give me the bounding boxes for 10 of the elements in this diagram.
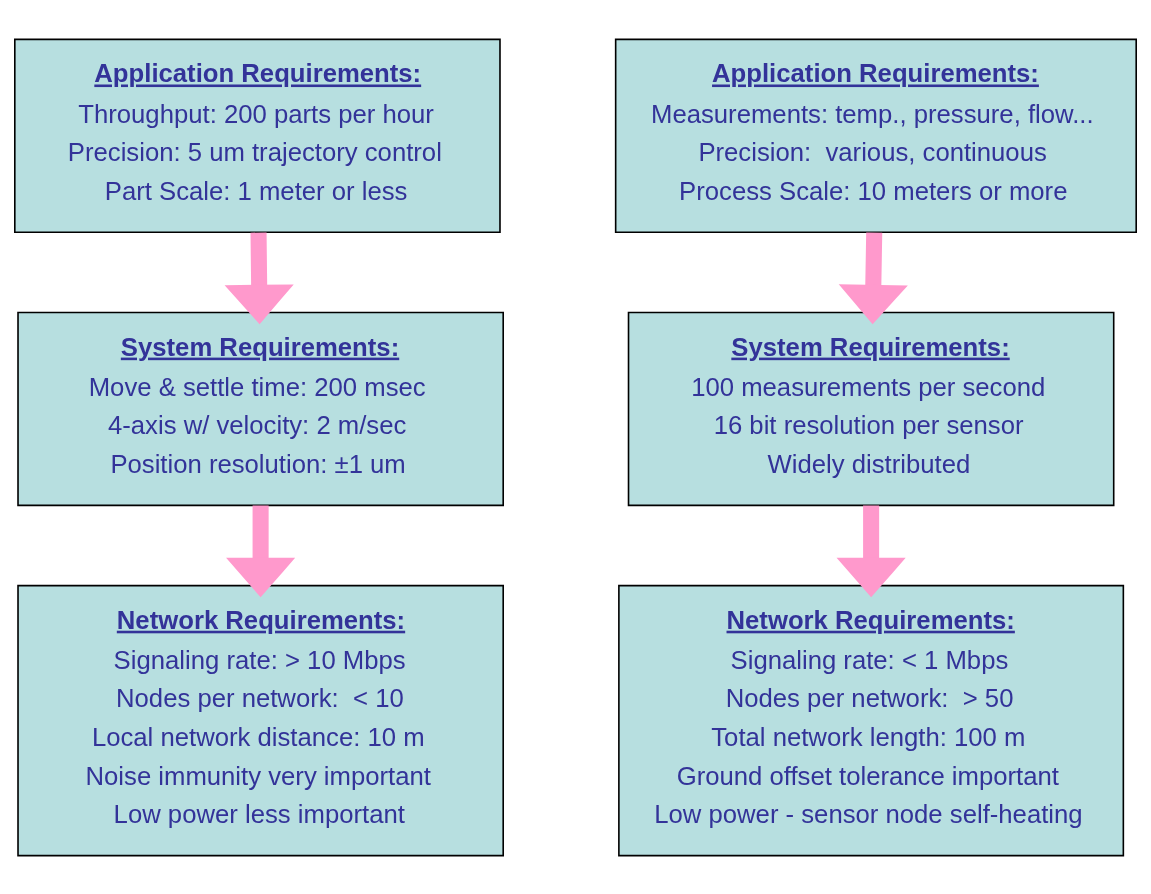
arrow [224,232,294,324]
arrow [226,505,296,597]
node-box: System Requirements: 100 measurements per second 16 bit resolution per sensor Widely distributed [627,311,1115,506]
node-box: Network Requirements: Signaling rate: > 10 Mbps Nodes per network: < 10 Local network distance: 10 m Noise immunity very important Low power less important [17,584,504,856]
arrow [838,231,908,324]
node-box: Application Requirements: Throughput: 200 parts per hour Precision: 5 um trajectory control Part Scale: 1 meter or less [14,38,501,233]
node-box: Application Requirements: Measurements: temp., pressure, flow... Precision: various, continuous Process Scale: 10 meters or more [614,38,1137,233]
node-box: Network Requirements: Signaling rate: < 1 Mbps Nodes per network: > 50 Total network length: 100 m Ground offset tolerance important Low power - sensor node self-heating [618,584,1125,856]
node-box: System Requirements: Move & settle time: 200 msec 4-axis w/ velocity: 2 m/sec Position resolution: ±1 um [17,311,504,506]
arrow [836,505,906,597]
